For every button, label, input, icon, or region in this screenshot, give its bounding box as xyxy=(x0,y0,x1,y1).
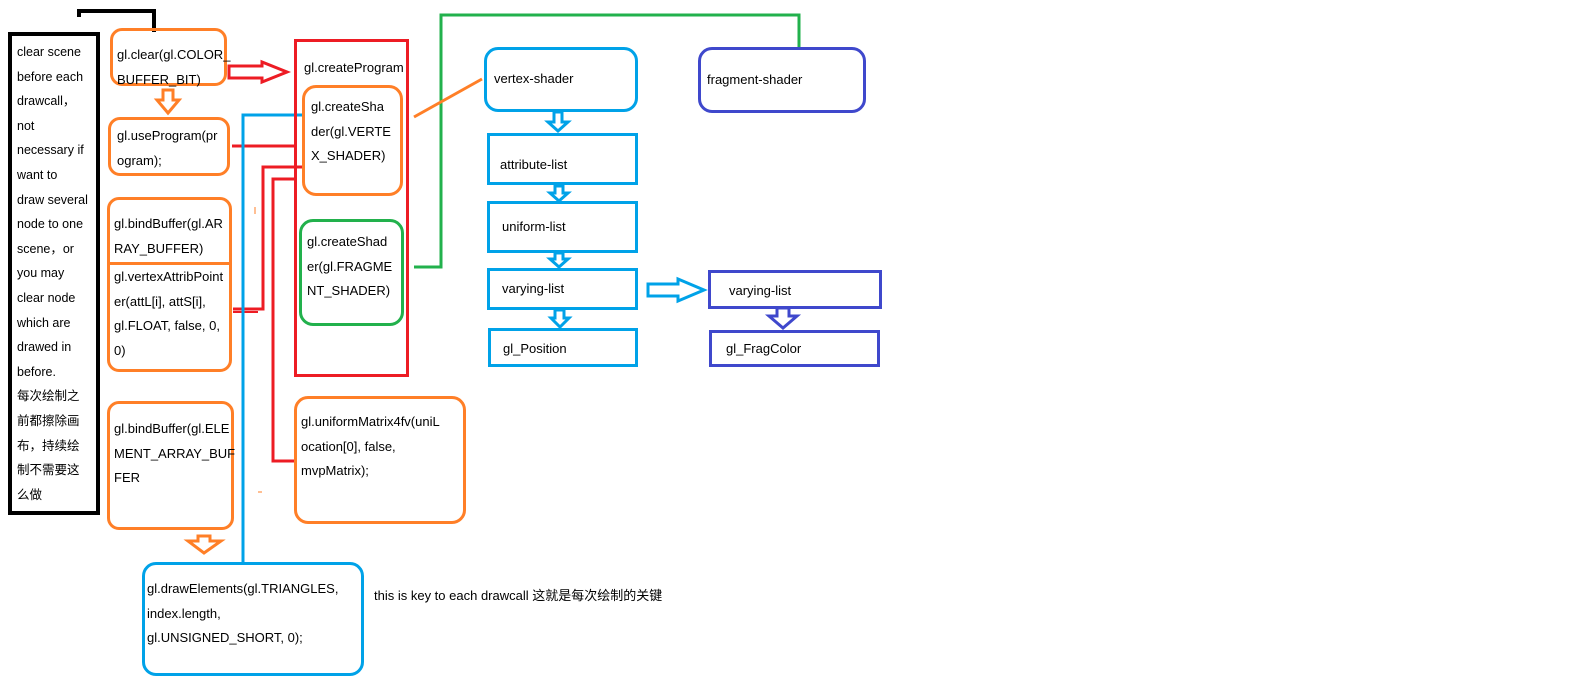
clear-scene-note: clear scene before each drawcall， not ne… xyxy=(17,45,88,502)
red-connector-vertex-attrib xyxy=(233,165,302,311)
clear-call-box xyxy=(110,28,227,86)
red-connector-uniform xyxy=(271,177,295,463)
use-program-text: gl.useProgram(pr ogram); xyxy=(117,128,218,168)
bind-array-buffer-divider xyxy=(108,262,231,265)
clear-scene-note-box xyxy=(8,32,100,515)
gl-frag-color-label: gl_FragColor xyxy=(726,341,802,356)
create-fragment-shader-text: gl.createShad er(gl.FRAGME NT_SHADER) xyxy=(307,234,393,298)
create-fragment-shader-box xyxy=(299,219,404,326)
uniform-matrix-text: gl.uniformMatrix4fv(uniL ocation[0], fal… xyxy=(301,414,440,478)
blue-connector xyxy=(241,113,302,563)
attribute-list-box xyxy=(487,133,638,185)
uniform-list-label: uniform-list xyxy=(502,219,566,234)
gl-position-label: gl_Position xyxy=(503,341,567,356)
frag-varying-list-label: varying-list xyxy=(729,283,792,298)
red-arrow-right xyxy=(227,59,292,85)
fragment-shader-box xyxy=(698,47,866,113)
gl-frag-color-box xyxy=(709,330,880,367)
blue-arrow-down-2 xyxy=(546,184,572,204)
orange-connector xyxy=(413,77,483,119)
orange-arrow-down-1 xyxy=(153,88,183,116)
blue-arrow-right xyxy=(646,276,708,304)
bind-array-buffer-text: gl.bindBuffer(gl.AR RAY_BUFFER) xyxy=(114,216,223,256)
key-drawcall-note: this is key to each drawcall 这就是每次绘制的关键 xyxy=(374,588,663,603)
attribute-list-label: attribute-list xyxy=(500,157,568,172)
bind-array-buffer-box xyxy=(107,197,232,372)
use-program-box xyxy=(108,117,230,176)
darkblue-arrow-down xyxy=(764,306,802,330)
black-connector xyxy=(77,9,156,32)
uniform-matrix-box xyxy=(294,396,466,524)
blue-arrow-down-1 xyxy=(544,110,572,134)
create-program-box xyxy=(294,39,409,377)
varying-list-label: varying-list xyxy=(502,281,565,296)
create-program-text: gl.createProgram xyxy=(304,60,404,75)
green-connector xyxy=(414,13,801,269)
bind-element-buffer-text: gl.bindBuffer(gl.ELE MENT_ARRAY_BUF FER xyxy=(114,421,236,485)
blue-arrow-down-4 xyxy=(547,308,573,330)
create-vertex-shader-text: gl.createSha der(gl.VERTE X_SHADER) xyxy=(311,99,391,163)
frag-varying-list-box xyxy=(708,270,882,309)
vertex-shader-box xyxy=(484,47,638,112)
orange-arrow-down-2 xyxy=(183,534,226,555)
uniform-list-box xyxy=(487,201,638,253)
fragment-shader-label: fragment-shader xyxy=(707,72,803,87)
varying-list-box xyxy=(487,268,638,310)
create-vertex-shader-box xyxy=(302,85,403,196)
blue-arrow-down-3 xyxy=(546,251,572,270)
vertex-shader-label: vertex-shader xyxy=(494,71,574,86)
clear-call-text: gl.clear(gl.COLOR_ BUFFER_BIT) xyxy=(117,47,231,87)
gl-position-box xyxy=(488,328,638,367)
bind-element-buffer-box xyxy=(107,401,234,530)
vertex-attrib-pointer-text: gl.vertexAttribPoint er(attL[i], attS[i]… xyxy=(114,269,224,358)
draw-elements-text: gl.drawElements(gl.TRIANGLES, index.leng… xyxy=(147,581,339,645)
draw-elements-box xyxy=(142,562,364,676)
